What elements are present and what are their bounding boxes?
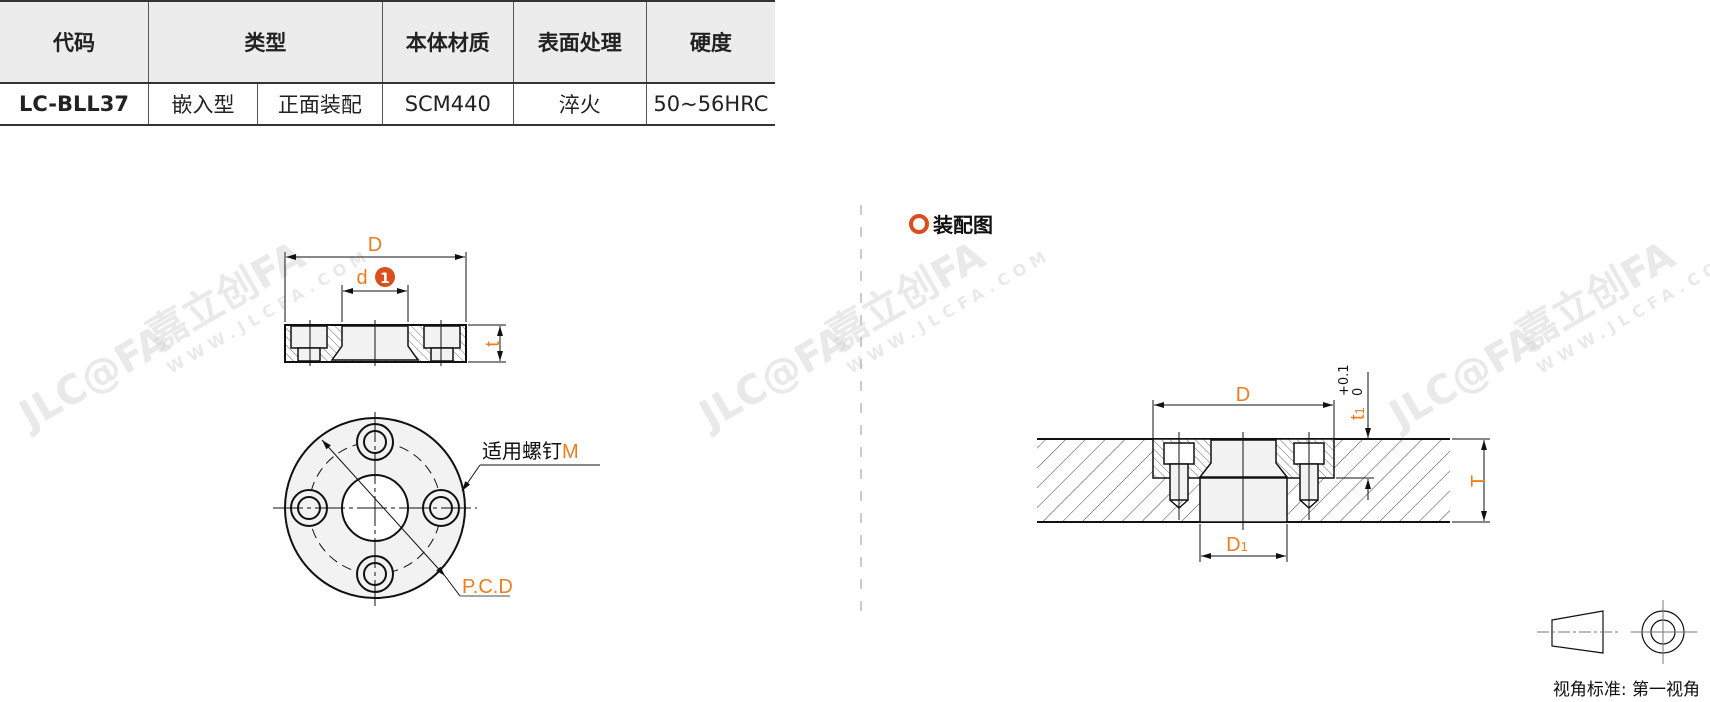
cell-type-b: 正面装配 <box>257 83 383 126</box>
side-section-view <box>284 252 506 366</box>
header-type: 类型 <box>148 0 383 84</box>
dim-d-label: d <box>356 267 367 289</box>
header-material: 本体材质 <box>381 0 514 84</box>
dim-t-label: t <box>482 341 504 347</box>
cell-type-a: 嵌入型 <box>148 83 258 126</box>
note-badge-number: 1 <box>380 271 390 287</box>
assembly-dim-T: T <box>1468 475 1490 487</box>
tolerance-upper: +0.1 <box>1337 364 1352 396</box>
assembly-dim-D1: D1 <box>1226 534 1248 556</box>
header-code: 代码 <box>0 0 149 84</box>
svg-text:t1: t1 <box>1347 407 1369 420</box>
assembly-dim-D: D <box>1236 384 1250 406</box>
cell-surface: 淬火 <box>512 83 647 126</box>
cell-hardness: 50~56HRC <box>645 83 775 126</box>
tolerance-lower: 0 <box>1351 388 1366 396</box>
watermark: JLC@FA 嘉立创FA WWW.JLCFA.COM JLC@FA 嘉立创FA … <box>9 233 1710 441</box>
note-badge <box>375 267 395 287</box>
cell-code: LC-BLL37 <box>0 83 149 126</box>
cell-material: SCM440 <box>381 83 514 126</box>
header-hardness: 硬度 <box>645 0 775 84</box>
projection-label: 视角标准: 第一视角 <box>1553 680 1700 700</box>
top-view <box>273 412 600 606</box>
dim-D-label: D <box>368 234 382 256</box>
pcd-label: P.C.D <box>462 576 513 598</box>
spec-table: 代码 类型 本体材质 表面处理 硬度 LC-BLL37 嵌入型 正面装配 SCM… <box>0 0 775 126</box>
assembly-bullet-icon <box>909 214 929 234</box>
assembly-dim-t1: t1 +0.1 0 <box>1337 364 1369 420</box>
table-header-row: 代码 类型 本体材质 表面处理 硬度 <box>0 0 775 84</box>
table-row: LC-BLL37 嵌入型 正面装配 SCM440 淬火 50~56HRC <box>0 83 775 126</box>
header-surface: 表面处理 <box>512 0 647 84</box>
first-angle-projection-icon <box>1537 600 1697 664</box>
screw-label: 适用螺钉M <box>482 439 579 463</box>
assembly-title: 装配图 <box>932 213 993 237</box>
assembly-drawing <box>1037 372 1490 562</box>
